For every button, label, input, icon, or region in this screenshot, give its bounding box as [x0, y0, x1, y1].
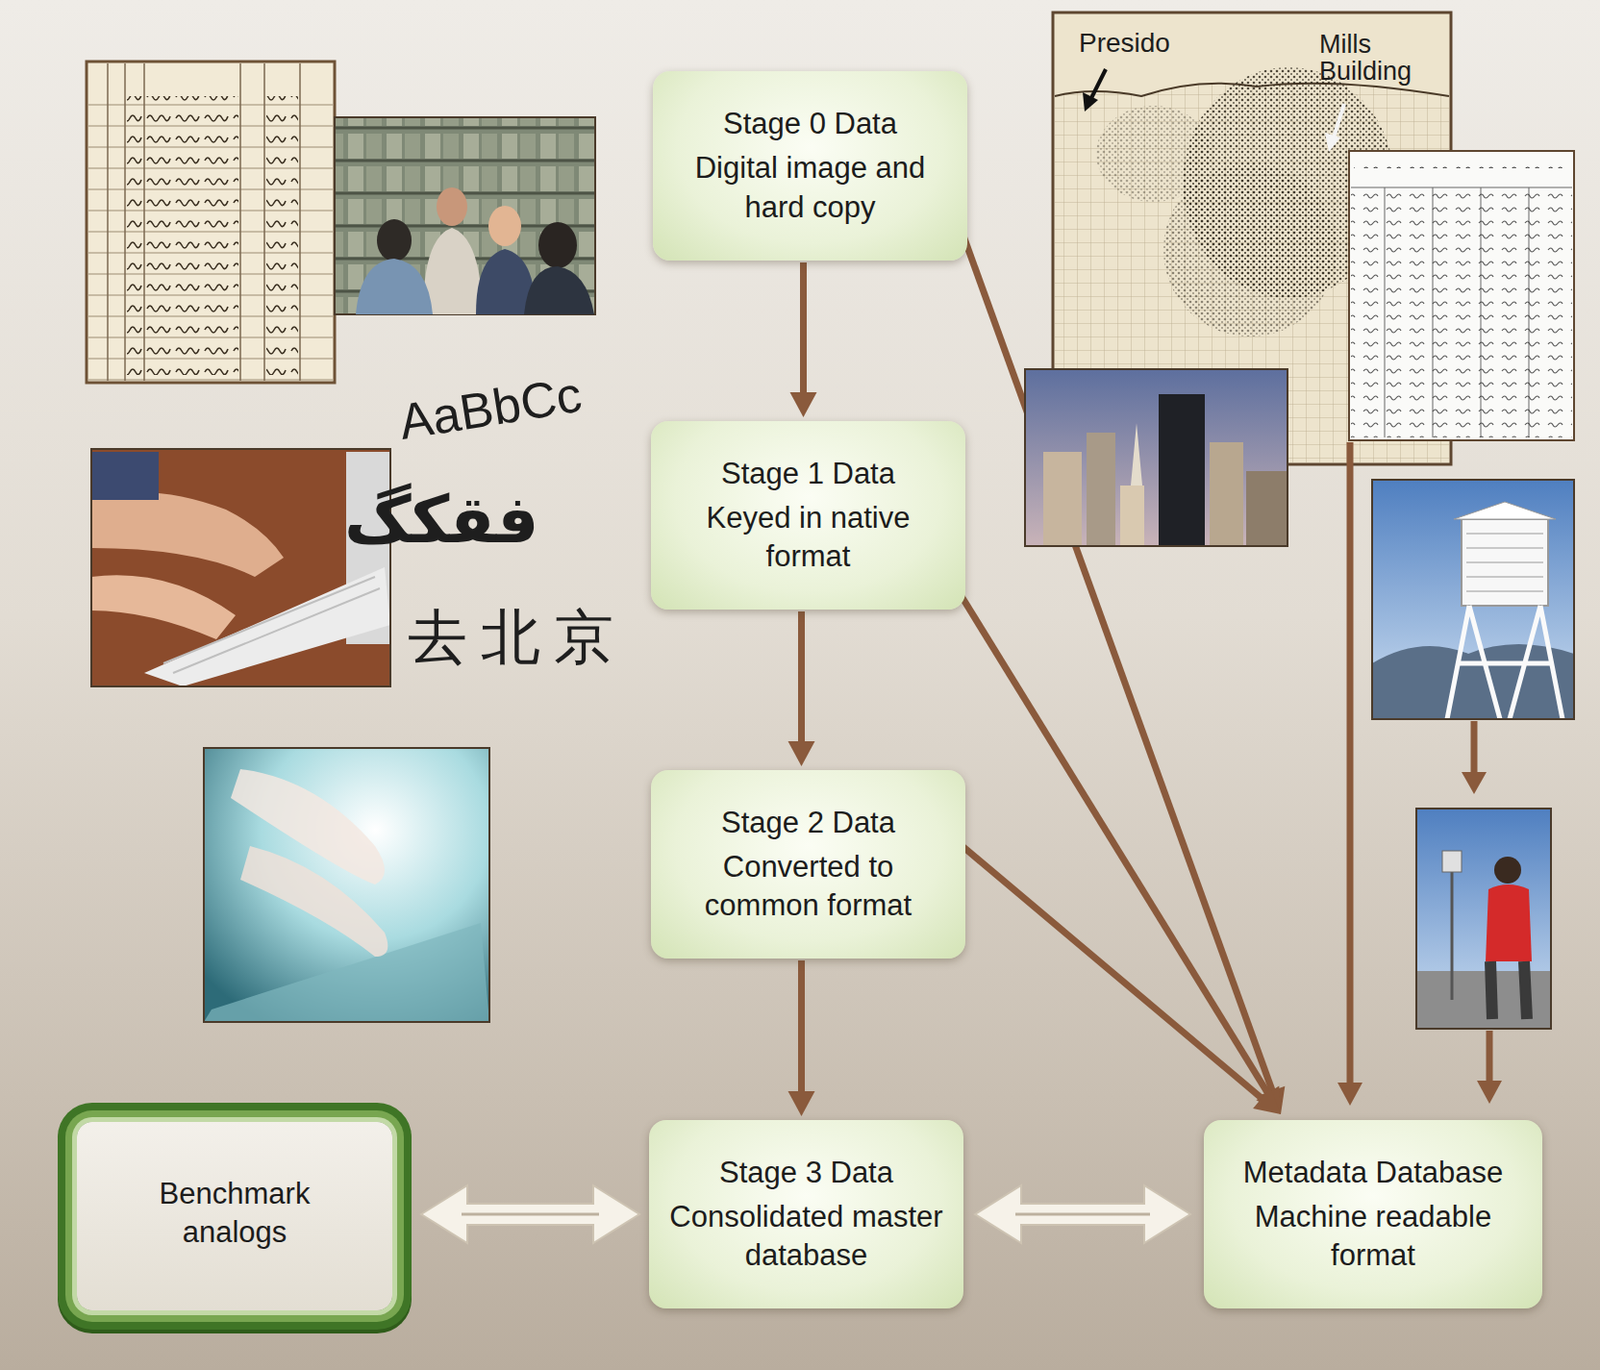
box-heading: Stage 2 Data [721, 803, 896, 843]
database-box: Stage 3 DataConsolidated master database [649, 1120, 964, 1309]
benchmark-box: Benchmark analogs [76, 1122, 393, 1311]
box-text: Machine readable format [1221, 1198, 1525, 1276]
box-heading: Stage 1 Data [721, 454, 896, 494]
connector [788, 611, 816, 767]
flow-line [1471, 721, 1478, 775]
archive-photo [334, 117, 596, 315]
arrow-head [788, 741, 816, 767]
flow-line [1486, 1030, 1494, 1083]
process-box: Stage 2 DataConverted to common format [650, 770, 966, 959]
arrow-stripe [1015, 1213, 1150, 1217]
connector [788, 960, 816, 1117]
box-text: Converted to common format [668, 848, 949, 926]
box-heading: Stage 0 Data [723, 104, 898, 144]
double-arrow [421, 1185, 640, 1244]
connector [790, 262, 818, 418]
ledger-photo [1349, 150, 1575, 441]
map-label: Mills Building [1319, 30, 1447, 86]
box-heading: Metadata Database [1243, 1153, 1504, 1193]
flow-line [800, 262, 807, 397]
double-arrow [975, 1185, 1191, 1244]
box-text: Keyed in native format [668, 499, 949, 577]
box-heading: Benchmark analogs [115, 1175, 354, 1253]
flow-line [798, 960, 805, 1096]
arrow-head [788, 1091, 816, 1117]
weather-shelter-photo [1372, 479, 1575, 720]
arrow-head [1252, 1088, 1281, 1115]
connector [421, 1185, 640, 1244]
arrow-head [1476, 1080, 1502, 1104]
box-text: Consolidated master database [666, 1198, 947, 1276]
process-box: Stage 0 DataDigital image and hard copy [652, 71, 968, 261]
flow-line [798, 611, 805, 746]
keyboard-photo [203, 748, 490, 1023]
connector [961, 596, 1281, 1115]
arrow-stripe [461, 1213, 600, 1217]
script-sample: 去北京 [407, 605, 627, 669]
arrow-head [1337, 1082, 1363, 1106]
city-photo [1025, 369, 1288, 547]
rain-gauge-photo [1416, 808, 1551, 1029]
connector [961, 845, 1281, 1115]
connector [975, 1185, 1191, 1244]
script-sample: فقکگ [344, 485, 540, 554]
flow-line [1347, 442, 1354, 1085]
flow-line [961, 845, 1265, 1100]
box-heading: Stage 3 Data [719, 1153, 894, 1193]
script-sample: AaBbCc [395, 368, 585, 450]
database-box: Metadata DatabaseMachine readable format [1203, 1120, 1543, 1309]
box-text: Digital image and hard copy [670, 149, 950, 227]
ledger-photo [86, 61, 335, 383]
process-box: Stage 1 DataKeyed in native format [650, 421, 966, 610]
map-label: Presido [1078, 28, 1171, 57]
arrow-head [790, 392, 818, 418]
arrow-head [1461, 772, 1487, 795]
flow-line [961, 596, 1270, 1097]
